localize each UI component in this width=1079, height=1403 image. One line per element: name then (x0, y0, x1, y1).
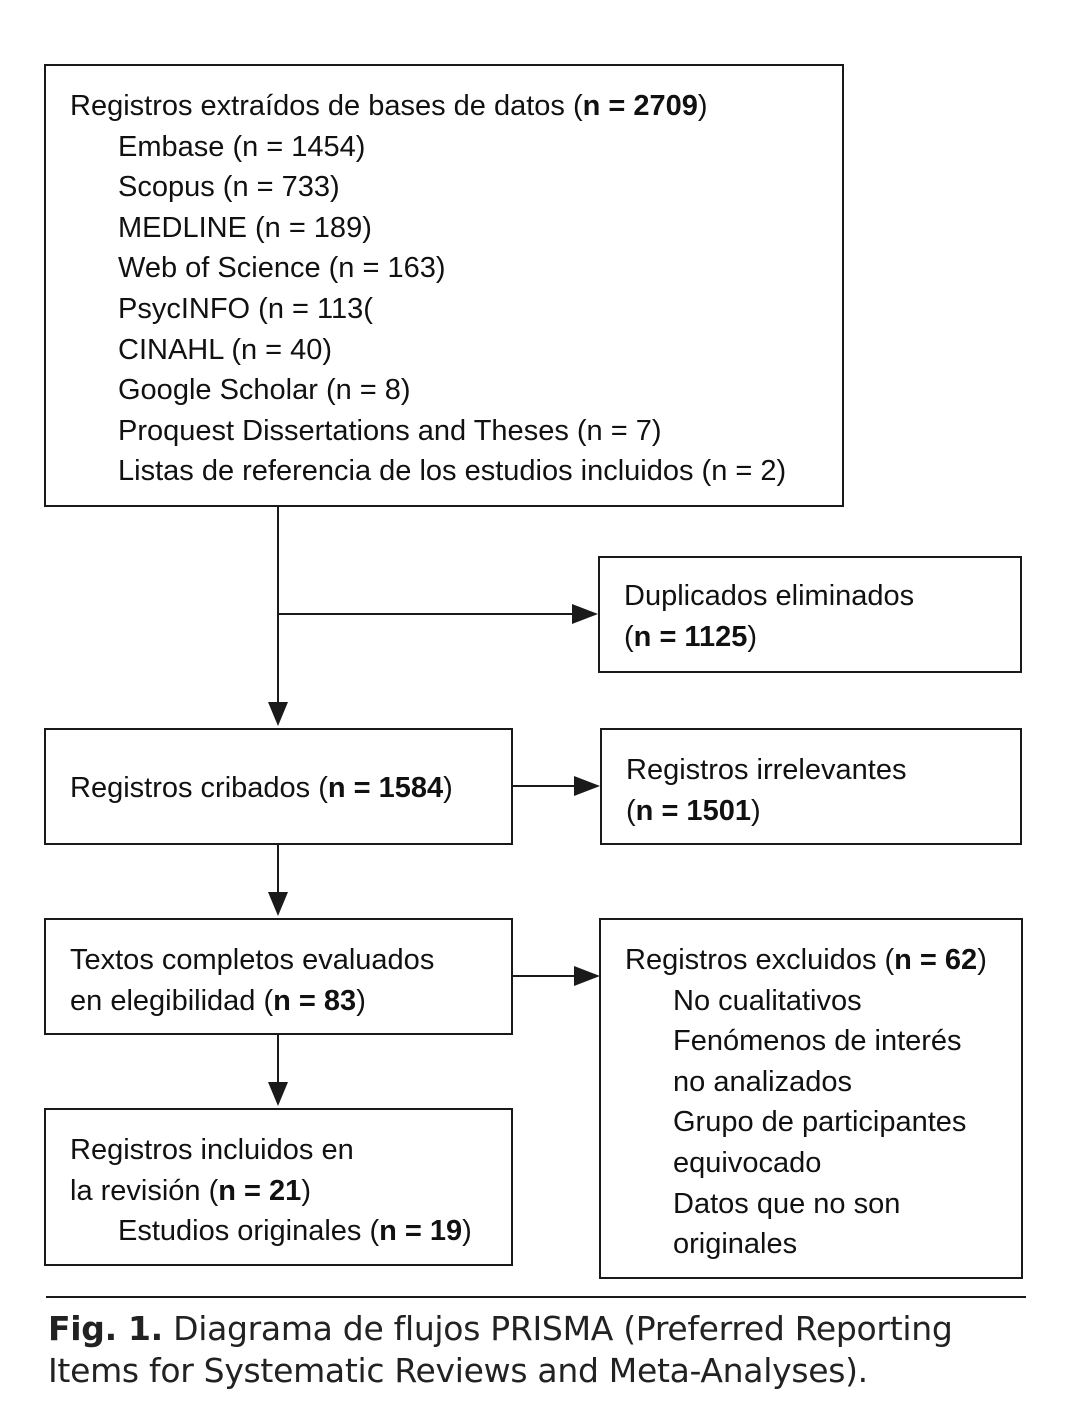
source-item: Listas de referencia de los estudios inc… (118, 455, 787, 488)
excluded-title: Registros excluidos (n = 62) (625, 944, 987, 976)
caption-divider (46, 1296, 1026, 1298)
original-studies-count: Estudios originales (n = 19) (118, 1215, 472, 1248)
duplicates-removed-box: Duplicados eliminados (n = 1125) (598, 556, 1022, 673)
source-item: Web of Science (n = 163) (118, 252, 446, 285)
irrelevant-records-box: Registros irrelevantes (n = 1501) (600, 728, 1022, 845)
exclusion-reason: Fenómenos de interés (673, 1025, 962, 1058)
excluded-records-box: Registros excluidos (n = 62) No cualitat… (599, 918, 1023, 1279)
source-item: CINAHL (n = 40) (118, 333, 333, 366)
exclusion-reason: Datos que no son (673, 1187, 901, 1220)
source-item: MEDLINE (n = 189) (118, 211, 372, 244)
source-item: PsycINFO (n = 113( (118, 292, 373, 325)
included-label: Registros incluidos en (70, 1134, 354, 1166)
source-item: Google Scholar (n = 8) (118, 374, 411, 407)
identified-records-box: Registros extraídos de bases de datos (n… (44, 64, 844, 507)
exclusion-reason: originales (673, 1228, 798, 1261)
fulltext-count: en elegibilidad (n = 83) (70, 984, 366, 1017)
duplicates-count: (n = 1125) (624, 620, 758, 653)
figure-caption: Fig. 1. Diagrama de flujos PRISMA (Prefe… (48, 1308, 1028, 1392)
included-count: la revisión (n = 21) (70, 1174, 311, 1207)
screened-records-box: Registros cribados (n = 1584) (44, 728, 513, 845)
exclusion-reason: equivocado (673, 1146, 822, 1179)
fulltext-label: Textos completos evaluados (70, 944, 435, 976)
irrelevant-count: (n = 1501) (626, 794, 761, 827)
exclusion-reason: No cualitativos (673, 984, 862, 1017)
fulltext-assessed-box: Textos completos evaluados en elegibilid… (44, 918, 513, 1035)
irrelevant-label: Registros irrelevantes (626, 754, 907, 786)
exclusion-reason: no analizados (673, 1065, 852, 1098)
figure-label: Fig. 1. (48, 1309, 163, 1348)
identified-title: Registros extraídos de bases de datos (n… (70, 90, 708, 122)
exclusion-reason: Grupo de participantes (673, 1106, 967, 1139)
included-records-box: Registros incluidos en la revisión (n = … (44, 1108, 513, 1266)
source-item: Proquest Dissertations and Theses (n = 7… (118, 414, 662, 447)
screened-label: Registros cribados (n = 1584) (70, 772, 453, 804)
figure-caption-text: Diagrama de flujos PRISMA (Preferred Rep… (48, 1309, 953, 1390)
source-item: Embase (n = 1454) (118, 130, 366, 163)
source-item: Scopus (n = 733) (118, 171, 340, 204)
duplicates-label: Duplicados eliminados (624, 580, 915, 612)
